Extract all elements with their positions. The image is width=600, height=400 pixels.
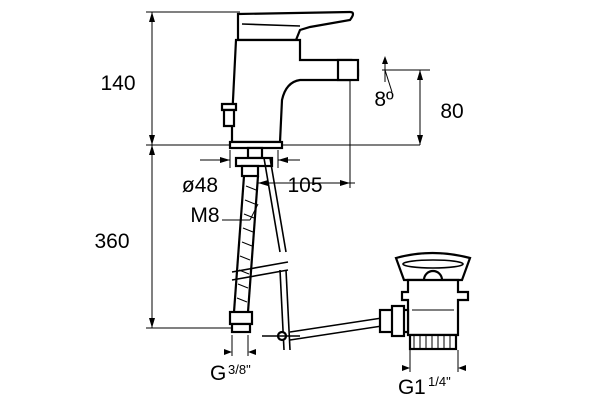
svg-text:G: G <box>210 362 226 385</box>
dimension-lines <box>146 11 466 372</box>
supply-hose <box>228 146 289 334</box>
svg-text:1: 1 <box>414 376 426 399</box>
spout-height-label: 80 <box>440 100 463 123</box>
height-bottom-label: 360 <box>94 230 129 253</box>
pop-up-rod <box>262 157 383 351</box>
waste-thread-label: G 1 1/4" <box>398 374 451 399</box>
svg-text:G: G <box>398 376 414 399</box>
spout-reach-label: 105 <box>287 174 322 197</box>
svg-text:3/8": 3/8" <box>228 362 251 377</box>
hose-thread-label: G 3/8" <box>210 362 251 385</box>
stud-thread-label: M8 <box>190 204 219 227</box>
base-diameter-label: ø48 <box>182 174 218 197</box>
svg-text:1/4": 1/4" <box>428 374 451 389</box>
faucet-body <box>220 10 360 150</box>
spout-angle-label: 8º <box>374 88 394 111</box>
height-top-label: 140 <box>100 72 135 95</box>
waste-assembly <box>378 251 472 351</box>
